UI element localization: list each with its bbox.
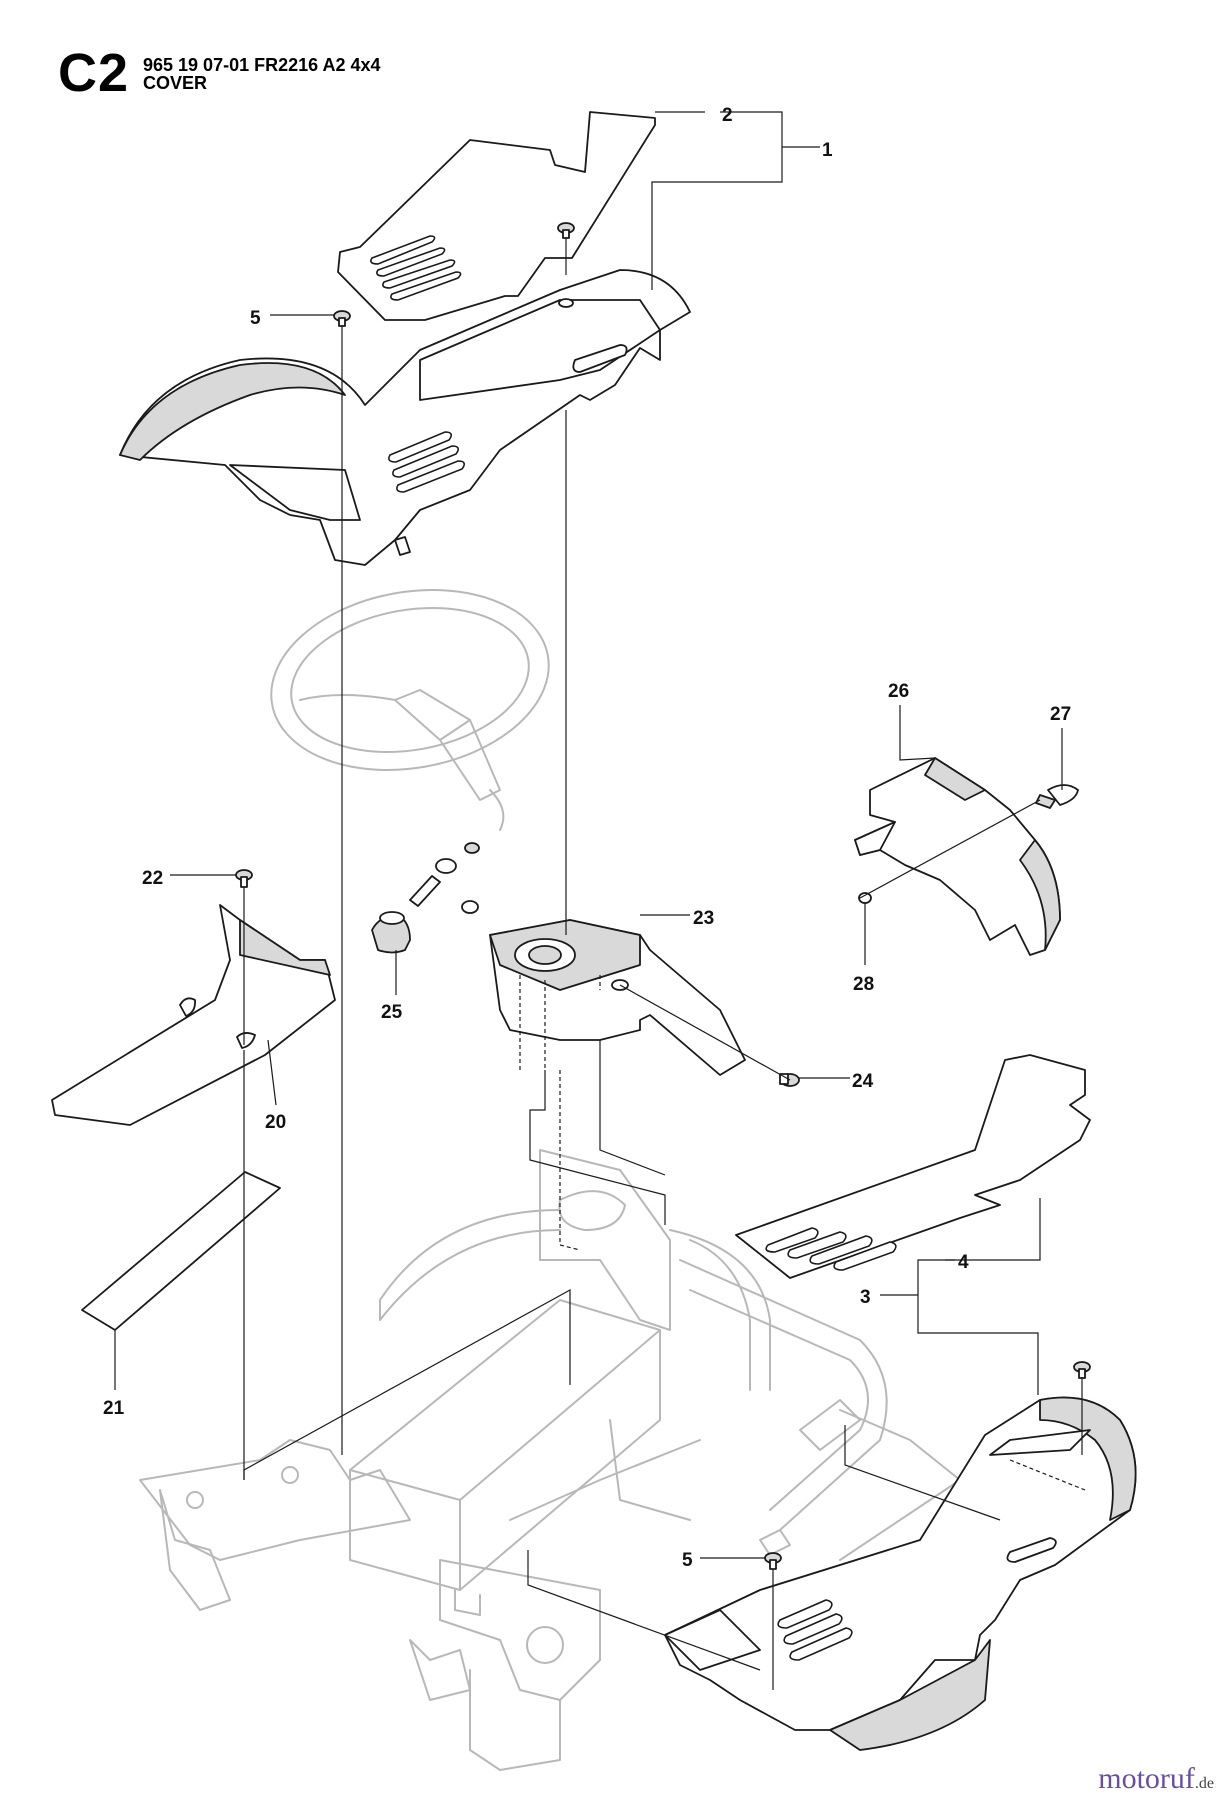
- callout-labels: 2 1 5 22 23 20 25 24 21 26 27 28 4 3 5: [103, 105, 1071, 1571]
- callout-3: 3: [860, 1287, 871, 1308]
- callout-28: 28: [853, 974, 874, 995]
- callout-4: 4: [958, 1252, 969, 1273]
- callout-21: 21: [103, 1398, 125, 1419]
- diagram-title: COVER: [143, 73, 208, 93]
- part-23-console: [489, 919, 746, 1076]
- callout-24: 24: [852, 1071, 874, 1092]
- model-number: 965 19 07-01 FR2216 A2 4x4: [143, 55, 381, 75]
- leader-lines: [114, 111, 1063, 1559]
- part-2-mat: [337, 111, 656, 321]
- watermark-tld: .de: [1194, 1775, 1214, 1792]
- callout-26: 26: [888, 681, 909, 702]
- callout-22: 22: [142, 868, 163, 889]
- screw-5-top-left: [333, 310, 351, 327]
- part-3-cover: [664, 1396, 1137, 1751]
- callout-23: 23: [693, 908, 714, 929]
- watermark-text: motoruf: [1098, 1762, 1195, 1795]
- part-27-pin: [1035, 784, 1079, 809]
- part-21-strip: [81, 1171, 281, 1331]
- screw-22: [235, 869, 253, 888]
- callout-25: 25: [381, 1002, 403, 1023]
- part-26-side-cover: [854, 757, 1061, 956]
- screw-5-bottom-right: [1073, 1361, 1091, 1379]
- steering-wheel-ghost: [270, 588, 550, 831]
- section-code: C2: [58, 43, 130, 103]
- chassis-frame: [139, 1149, 961, 1771]
- callout-5-bottom: 5: [682, 1550, 693, 1571]
- watermark-logo: motoruf.de: [1098, 1764, 1214, 1794]
- part-25-knob: [371, 911, 411, 954]
- part-4-mat: [735, 1054, 1091, 1279]
- assembly-lines: [243, 238, 1083, 1690]
- callout-20: 20: [265, 1112, 286, 1133]
- screw-5-bottom-center: [764, 1552, 782, 1570]
- callout-5-top: 5: [250, 308, 261, 329]
- part-1-cover: [119, 269, 691, 566]
- callout-2: 2: [722, 105, 733, 126]
- steering-hardware: [409, 842, 480, 914]
- callout-27: 27: [1050, 704, 1071, 725]
- screw-5-top-center: [557, 222, 575, 239]
- callout-1: 1: [822, 140, 833, 161]
- part-20-panel: [51, 904, 336, 1126]
